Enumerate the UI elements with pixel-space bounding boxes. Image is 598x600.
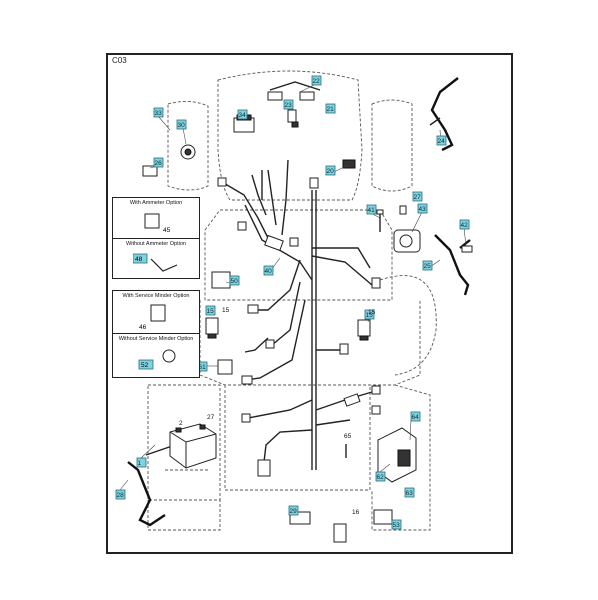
callout-label: 21	[327, 106, 335, 113]
option-part-number: 46	[139, 324, 147, 331]
option-part-number: 48	[135, 256, 143, 263]
part-number-2: 2	[179, 420, 183, 427]
callout-label: 20	[327, 168, 335, 175]
callout-30: 30	[176, 119, 187, 130]
callout-label: 29	[290, 508, 298, 515]
option-section-with-ammeter: With Ammeter Option 45	[113, 198, 199, 239]
callout-25: 25	[422, 260, 433, 271]
option-label: Without Ammeter Option	[126, 241, 186, 247]
callout-label: 15	[207, 308, 215, 315]
callout-20: 20	[325, 165, 336, 176]
callout-15: 15	[364, 309, 375, 320]
callout-27: 27	[412, 191, 423, 202]
callout-label: 28	[117, 492, 125, 499]
callout-label: 50	[231, 278, 239, 285]
diagram-code: C03	[112, 56, 127, 65]
callout-64: 64	[410, 411, 421, 422]
part-number-65: 65	[344, 433, 352, 440]
callout-label: 40	[265, 268, 273, 275]
jumper-plug-icon: 52	[138, 349, 176, 370]
callout-label: 53	[393, 522, 401, 529]
callout-26: 26	[153, 157, 164, 168]
callout-1: 1	[136, 457, 147, 468]
ammeter-icon: 45	[144, 213, 171, 234]
option-group-ammeter: With Ammeter Option 45 Without Ammeter O…	[112, 197, 200, 279]
callout-label: 1	[138, 460, 142, 467]
callout-62: 62	[375, 471, 386, 482]
callout-15: 15	[205, 305, 216, 316]
callout-42: 42	[459, 219, 470, 230]
callout-label: 26	[155, 160, 163, 167]
callout-label: 15	[366, 312, 374, 319]
jumper-wire-icon: 48	[133, 253, 178, 272]
option-part-number: 52	[141, 362, 149, 369]
callout-label: 34	[239, 112, 247, 119]
callout-24: 24	[436, 135, 447, 146]
part-number-15: 15	[368, 309, 376, 316]
callout-label: 33	[155, 110, 163, 117]
option-label: With Ammeter Option	[129, 200, 183, 206]
callout-label: 23	[285, 102, 293, 109]
callout-label: 30	[178, 122, 186, 129]
callout-63: 63	[404, 487, 415, 498]
callout-50: 50	[229, 275, 240, 286]
callout-layer: 2223213330342624204341274225405015156164…	[115, 75, 470, 530]
service-minder-icon: 46	[139, 304, 166, 331]
option-section-without-ammeter: Without Ammeter Option 48	[113, 239, 199, 280]
part-number-27: 27	[207, 414, 215, 421]
option-label: With Service Minder Option	[122, 293, 190, 299]
callout-label: 25	[424, 263, 432, 270]
callout-41: 41	[366, 204, 377, 215]
plain-number-layer: 27 2 15 65 16 15	[179, 307, 376, 516]
callout-28: 28	[115, 489, 126, 500]
callout-label: 63	[406, 490, 414, 497]
callout-40: 40	[263, 265, 274, 276]
parts	[142, 91, 473, 543]
callout-34: 34	[237, 109, 248, 120]
callout-label: 61	[199, 364, 207, 371]
option-label: Without Service Minder Option	[118, 336, 194, 342]
callout-33: 33	[153, 107, 164, 118]
callout-label: 24	[438, 138, 446, 145]
option-group-service-minder: With Service Minder Option 46 Without Se…	[112, 290, 200, 378]
callout-22: 22	[311, 75, 322, 86]
part-number-15: 15	[222, 307, 230, 314]
callout-23: 23	[283, 99, 294, 110]
main-harness	[221, 159, 373, 470]
option-section-without-service-minder: Without Service Minder Option 52	[113, 334, 199, 379]
callout-29: 29	[288, 505, 299, 516]
callout-21: 21	[325, 103, 336, 114]
option-part-number: 45	[163, 227, 171, 234]
callout-label: 41	[368, 207, 376, 214]
callout-53: 53	[391, 519, 402, 530]
callout-label: 64	[412, 414, 420, 421]
callout-43: 43	[417, 203, 428, 214]
callout-label: 42	[461, 222, 469, 229]
callout-label: 62	[377, 474, 385, 481]
option-section-with-service-minder: With Service Minder Option 46	[113, 291, 199, 334]
part-number-16: 16	[352, 509, 360, 516]
callout-label: 22	[313, 78, 321, 85]
callout-label: 43	[419, 206, 427, 213]
callout-label: 27	[414, 194, 422, 201]
